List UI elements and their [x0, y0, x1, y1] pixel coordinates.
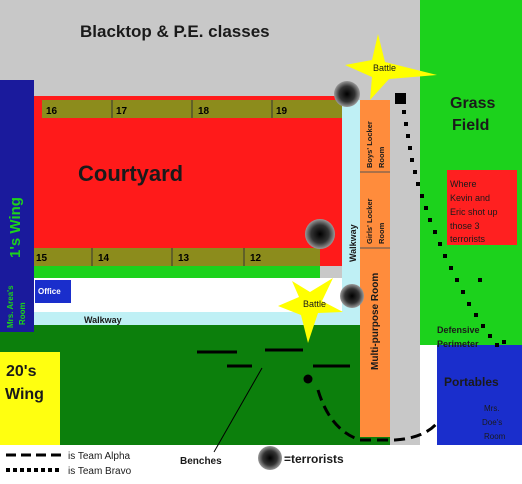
room-number-12: 12	[250, 253, 262, 264]
lockers-column	[360, 100, 390, 437]
walkway-vertical-label: Walkway	[348, 224, 358, 262]
boys-locker-label-2: Room	[377, 146, 386, 168]
kevin-eric-note-3: Eric shot up	[450, 207, 498, 217]
room-number-16: 16	[46, 106, 58, 117]
courtyard	[32, 96, 342, 266]
multipurpose-room-label: Multi-purpose Room	[370, 273, 381, 370]
portables-building	[437, 345, 522, 445]
kevin-eric-note-5: terrorists	[450, 234, 486, 244]
benches-pointer	[213, 367, 263, 453]
office-label: Office	[38, 287, 61, 296]
terrorist-marker-2	[305, 219, 335, 249]
mrs-area-room-label-2: Room	[18, 302, 27, 325]
girls-locker-label-1: Girls' Locker	[365, 198, 374, 244]
battle-burst-top	[345, 34, 437, 100]
defensive-perimeter-label-2: Perimeter	[437, 339, 479, 349]
ones-wing-label: 1's Wing	[7, 197, 24, 258]
terrorist-marker-3	[340, 284, 364, 308]
room-number-13: 13	[178, 253, 190, 264]
terrorist-marker-1	[334, 81, 360, 107]
battle-label-middle: Battle	[303, 299, 326, 309]
room-number-15: 15	[36, 253, 48, 264]
team-bravo-start-marker	[395, 93, 406, 104]
office	[35, 280, 71, 303]
kevin-eric-box	[447, 170, 517, 245]
mrs-doe-room-label-3: Room	[484, 432, 506, 441]
legend: is Team Alpha is Team Bravo =terrorists	[6, 446, 344, 477]
battle-label-top: Battle	[373, 63, 396, 73]
lower-grass-area	[0, 325, 390, 445]
ones-wing	[0, 80, 34, 332]
courtyard-lower-grass	[34, 266, 320, 278]
field-label: Field	[452, 117, 489, 134]
courtyard-label: Courtyard	[78, 161, 183, 186]
kevin-eric-note-1: Where	[450, 179, 477, 189]
battle-burst-middle	[278, 278, 343, 343]
legend-terrorist-swatch	[258, 446, 282, 470]
portables-label: Portables	[444, 375, 499, 389]
grass-label: Grass	[450, 95, 495, 112]
boys-locker-label-1: Boys' Locker	[365, 121, 374, 168]
room-number-18: 18	[198, 106, 210, 117]
mrs-area-room-label-1: Mrs. Area's	[6, 285, 15, 328]
blacktop-label: Blacktop & P.E. classes	[80, 22, 270, 41]
team-bravo-path	[402, 110, 506, 347]
twenties-wing-label-2: Wing	[5, 386, 44, 403]
benches-label: Benches	[180, 456, 222, 467]
twenties-wing-label-1: 20's	[6, 363, 37, 380]
twenties-wing	[0, 352, 60, 445]
room-number-19: 19	[276, 106, 288, 117]
mrs-doe-room-label-1: Mrs.	[484, 404, 500, 413]
team-alpha-path	[197, 348, 440, 442]
defensive-perimeter-label-1: Defensive	[437, 325, 480, 335]
team-alpha-end-marker	[303, 374, 313, 384]
room-dividers	[91, 100, 273, 266]
room-number-17: 17	[116, 106, 128, 117]
kevin-eric-note-4: those 3	[450, 221, 480, 231]
walkway-vertical	[342, 100, 360, 325]
legend-alpha-label: is Team Alpha	[68, 451, 131, 462]
room-number-14: 14	[98, 253, 110, 264]
walkway-horizontal-label: Walkway	[84, 315, 122, 325]
girls-locker-label-2: Room	[377, 222, 386, 244]
walkway-horizontal	[34, 312, 360, 325]
legend-bravo-label: is Team Bravo	[68, 466, 132, 477]
mrs-doe-room-label-2: Doe's	[482, 418, 502, 427]
legend-terrorists-label: =terrorists	[284, 452, 344, 466]
bottom-rooms-strip	[34, 248, 320, 266]
kevin-eric-note-2: Kevin and	[450, 193, 490, 203]
